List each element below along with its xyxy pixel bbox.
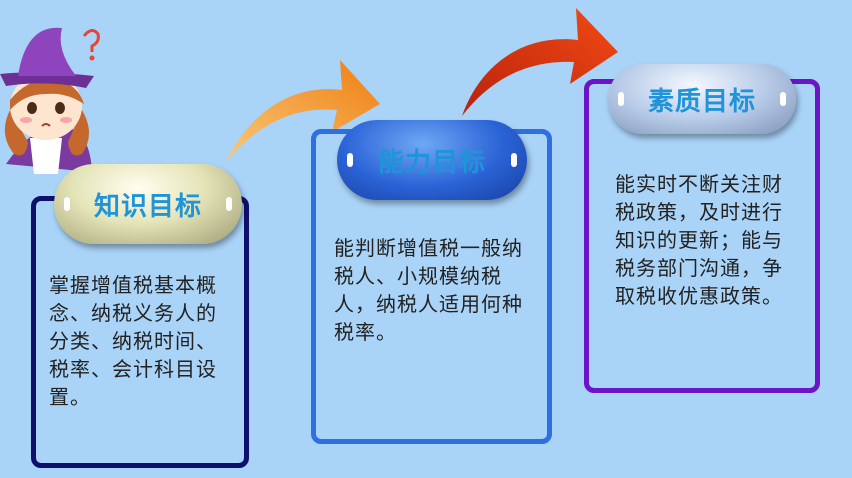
quality-goal-title: 素质目标 xyxy=(647,86,756,117)
cartoon-girl-witch-hat-icon xyxy=(0,27,100,174)
pill-notch-right xyxy=(511,153,517,167)
knowledge-goal-title: 知识目标 xyxy=(93,191,202,222)
knowledge-goal-card: 掌握增值税基本概念、纳税义务人的分类、纳税时间、税率、会计科目设置。 xyxy=(31,196,249,468)
ability-goal-title: 能力目标 xyxy=(377,147,486,178)
pill-notch-left xyxy=(64,197,70,211)
knowledge-goal-title-pill: 知识目标 xyxy=(54,164,242,244)
pill-notch-right xyxy=(226,197,232,211)
pill-notch-left xyxy=(618,92,624,106)
pill-notch-left xyxy=(347,153,353,167)
knowledge-goal-text: 掌握增值税基本概念、纳税义务人的分类、纳税时间、税率、会计科目设置。 xyxy=(49,273,217,409)
pill-notch-right xyxy=(780,92,786,106)
ability-goal-title-pill: 能力目标 xyxy=(337,120,527,200)
quality-goal-text: 能实时不断关注财税政策，及时进行知识的更新；能与税务部门沟通，争取税收优惠政策。 xyxy=(615,172,783,308)
quality-goal-title-pill: 素质目标 xyxy=(608,64,796,134)
curved-arrow-red xyxy=(462,8,618,116)
ability-goal-text: 能判断增值税一般纳税人、小规模纳税人，纳税人适用何种税率。 xyxy=(334,236,523,344)
curved-arrow-orange xyxy=(226,60,380,162)
